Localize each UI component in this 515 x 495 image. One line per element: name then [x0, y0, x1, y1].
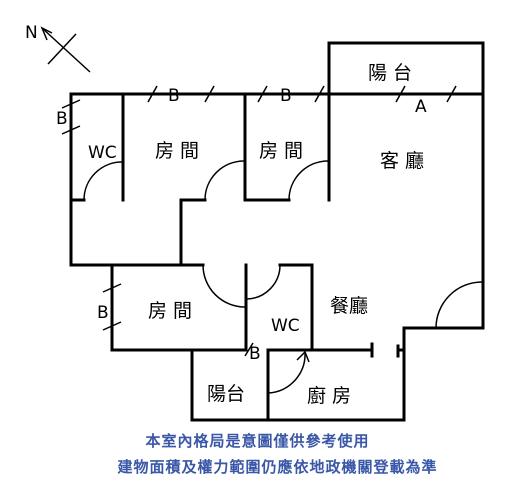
door-bedroom-2 — [288, 160, 329, 201]
door-kitchen — [268, 351, 306, 394]
room-kitchen: 廚 房 — [307, 384, 351, 407]
compass-arrowhead — [40, 26, 53, 41]
room-balcony-bottom: 陽台 — [207, 383, 245, 405]
room-bedroom-1: 房 間 — [155, 140, 199, 162]
mark-b-top-1: B — [168, 86, 180, 106]
door-kitchen-arrow — [296, 350, 310, 363]
door-bedroom-3 — [202, 264, 246, 308]
north-compass: N — [25, 23, 91, 73]
room-wc-2: WC — [271, 316, 300, 336]
mark-b-left-top: B — [56, 109, 68, 129]
north-label: N — [25, 23, 38, 43]
room-bedroom-2: 房 間 — [259, 140, 303, 162]
door-wc-1 — [83, 161, 123, 201]
compass-cross — [47, 33, 77, 65]
room-dining: 餐廳 — [330, 295, 368, 317]
mark-b-left-mid: B — [97, 303, 109, 323]
door-bedroom-1 — [204, 160, 245, 201]
room-balcony-top: 陽 台 — [368, 62, 412, 84]
room-bedroom-3: 房 間 — [148, 300, 192, 322]
mark-b-bottom: B — [249, 344, 261, 364]
mark-a: A — [415, 97, 427, 117]
mark-b-top-2: B — [280, 86, 292, 106]
disclaimer-line-1: 本室內格局是意圖僅供參考使用 — [145, 432, 370, 450]
doors — [83, 160, 483, 394]
walls — [69, 41, 485, 422]
compass-needle — [41, 27, 91, 73]
room-wc-1: WC — [88, 143, 117, 163]
window-marks — [61, 85, 457, 357]
door-wc-2 — [246, 264, 281, 300]
disclaimer-line-2: 建物面積及權力範圍仍應依地政機關登載為準 — [117, 458, 438, 476]
door-entrance — [435, 281, 483, 329]
room-living: 客 廳 — [380, 150, 424, 172]
